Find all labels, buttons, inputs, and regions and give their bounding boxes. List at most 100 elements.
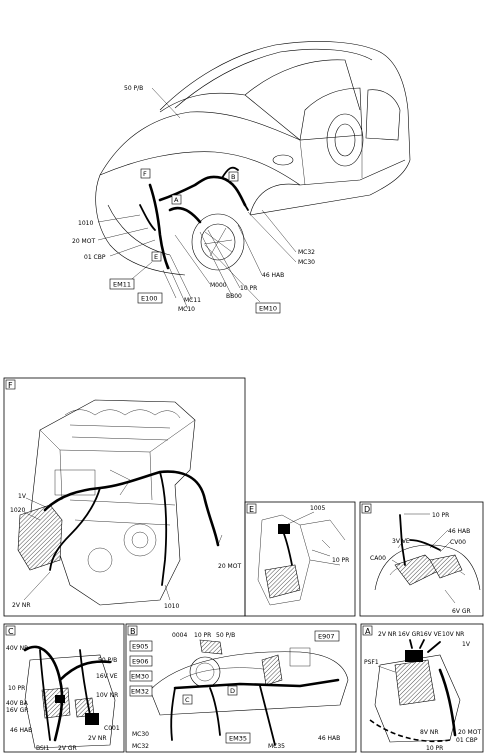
main-marker-b: B xyxy=(228,171,239,182)
panel-e-title: E xyxy=(249,505,254,514)
panel-a-label-16vgr: 16V GR xyxy=(398,631,420,638)
panel-c-label-10vnr: 10V NR xyxy=(96,692,118,699)
engine-hatched-part xyxy=(17,504,63,571)
panel-c-label-bsi1: BSI1 xyxy=(36,745,50,752)
main-car-view: F A B E 50 P/B 1010 20 MOT 01 CBP MC32 M… xyxy=(72,41,411,314)
box-em35: EM35 xyxy=(225,732,251,744)
main-marker-a: A xyxy=(171,194,182,205)
panel-b-marker-d: D xyxy=(230,687,235,695)
panel-b-label-mc30: MC30 xyxy=(132,731,149,738)
panel-e-label-1005: 1005 xyxy=(310,505,325,512)
panel-c-label-16vve: 16V VE xyxy=(96,673,118,680)
main-harness xyxy=(139,166,249,270)
panel-d-label-6vgr: 6V GR xyxy=(452,608,471,615)
panel-f-label-1010: 1010 xyxy=(164,603,179,610)
svg-text:EM10: EM10 xyxy=(259,305,277,313)
panel-a-label-16vve: 16V VE xyxy=(420,631,442,638)
label-bb00: BB00 xyxy=(226,293,242,300)
box-e100: E100 xyxy=(137,292,163,304)
panel-c-label-2vgr: 2V GR xyxy=(58,745,77,752)
panel-b: B C D E905 E906 EM30 EM32 E907 EM35 0004… xyxy=(125,623,357,753)
panel-c-label-50pb: 50 P/B xyxy=(98,657,117,664)
label-1010: 1010 xyxy=(78,220,93,227)
panel-d: D 10 PR 46 HAB 3V VE CV00 CA00 6V GR xyxy=(359,501,484,617)
box-em10: EM10 xyxy=(255,302,281,314)
panel-d-label-3vve: 3V VE xyxy=(392,538,410,545)
svg-text:EM32: EM32 xyxy=(131,688,149,696)
main-leaders xyxy=(97,87,297,310)
panel-a-label-1v: 1V xyxy=(462,641,471,648)
main-marker-e: E xyxy=(151,251,162,262)
panel-f-label-1020: 1020 xyxy=(10,507,25,514)
panel-b-label-0004: 0004 xyxy=(172,632,187,639)
panel-c-label-16vgr: 16V GR xyxy=(6,707,28,714)
box-e907: E907 xyxy=(314,630,340,642)
main-marker-f: F xyxy=(140,168,151,179)
panel-f-label-20mot: 20 MOT xyxy=(218,563,241,570)
box-em11: EM11 xyxy=(109,278,135,290)
panel-b-label-46hab: 46 HAB xyxy=(318,735,340,742)
box-em32: EM32 xyxy=(129,685,153,697)
panel-e: E 1005 10 PR xyxy=(244,501,356,617)
panel-c-label-c001: C001 xyxy=(104,725,120,732)
panel-d-label-10pr: 10 PR xyxy=(432,512,449,519)
panel-d-label-ca00: CA00 xyxy=(370,555,386,562)
panel-a-label-01cbp: 01 CBP xyxy=(456,737,478,744)
panel-b-title: B xyxy=(130,627,136,636)
panel-d-label-cv00: CV00 xyxy=(450,539,466,546)
marker-f: F xyxy=(143,170,147,178)
svg-text:EM30: EM30 xyxy=(131,673,149,681)
panel-c-label-40vba: 40V BA xyxy=(6,700,29,707)
panel-f: F 1V 1020 2V NR 20 MOT 1010 xyxy=(3,377,246,617)
svg-text:E906: E906 xyxy=(132,658,149,666)
panel-c-label-10pr: 10 PR xyxy=(8,685,25,692)
panel-e-label-10pr: 10 PR xyxy=(332,557,349,564)
panel-a-label-psf1: PSF1 xyxy=(364,659,379,666)
marker-e: E xyxy=(154,253,158,261)
box-e905: E905 xyxy=(129,640,153,652)
box-em30: EM30 xyxy=(129,670,153,682)
panel-a-label-10pr: 10 PR xyxy=(426,745,443,752)
label-mc11: MC11 xyxy=(184,297,201,304)
panel-a-label-8vnr: 8V NR xyxy=(420,729,439,736)
label-m000: M000 xyxy=(210,282,227,289)
panel-b-label-mc35: MC35 xyxy=(268,743,285,750)
panel-c-label-46hab: 46 HAB xyxy=(10,727,32,734)
panel-c-connector-c001 xyxy=(85,713,99,725)
label-46hab: 46 HAB xyxy=(262,272,284,279)
panel-b-marker-c: C xyxy=(185,696,190,704)
label-mc30: MC30 xyxy=(298,259,315,266)
panel-b-label-mc32: MC32 xyxy=(132,743,149,750)
marker-a: A xyxy=(174,196,179,204)
svg-text:E907: E907 xyxy=(318,633,335,641)
panel-f-label-1v: 1V xyxy=(18,493,27,500)
svg-text:E100: E100 xyxy=(141,295,158,303)
panel-d-label-46hab: 46 HAB xyxy=(448,528,470,535)
panel-a-title: A xyxy=(365,627,371,636)
panel-b-label-10pr: 10 PR xyxy=(194,632,211,639)
panel-a: A 2V NR 16V GR 16V VE 10V NR 1V PSF1 20 … xyxy=(360,623,484,753)
svg-text:EM11: EM11 xyxy=(113,281,131,289)
panel-c: C 40V NR 50 P/B 16V VE 10 PR 40V BA 16V … xyxy=(3,623,125,753)
panel-c-label-40vnr: 40V NR xyxy=(6,645,28,652)
box-e906: E906 xyxy=(129,655,153,667)
label-10pr: 10 PR xyxy=(240,285,257,292)
label-20mot: 20 MOT xyxy=(72,238,95,245)
panel-f-label-2vnr: 2V NR xyxy=(12,602,31,609)
car-body-outline xyxy=(95,41,411,276)
label-50pb: 50 P/B xyxy=(124,85,143,92)
panel-c-label-2vnr: 2V NR xyxy=(88,735,107,742)
panel-a-label-2vnr: 2V NR xyxy=(378,631,397,638)
panel-e-connector xyxy=(278,524,290,534)
svg-text:EM35: EM35 xyxy=(229,735,247,743)
label-mc10: MC10 xyxy=(178,306,195,313)
marker-b: B xyxy=(231,173,235,181)
panel-f-title: F xyxy=(8,381,13,390)
panel-a-label-20mot: 20 MOT xyxy=(458,729,481,736)
panel-a-connector xyxy=(405,650,423,662)
svg-text:E905: E905 xyxy=(132,643,149,651)
label-01cbp: 01 CBP xyxy=(84,254,106,261)
panel-c-title: C xyxy=(8,627,14,636)
label-mc32: MC32 xyxy=(298,249,315,256)
